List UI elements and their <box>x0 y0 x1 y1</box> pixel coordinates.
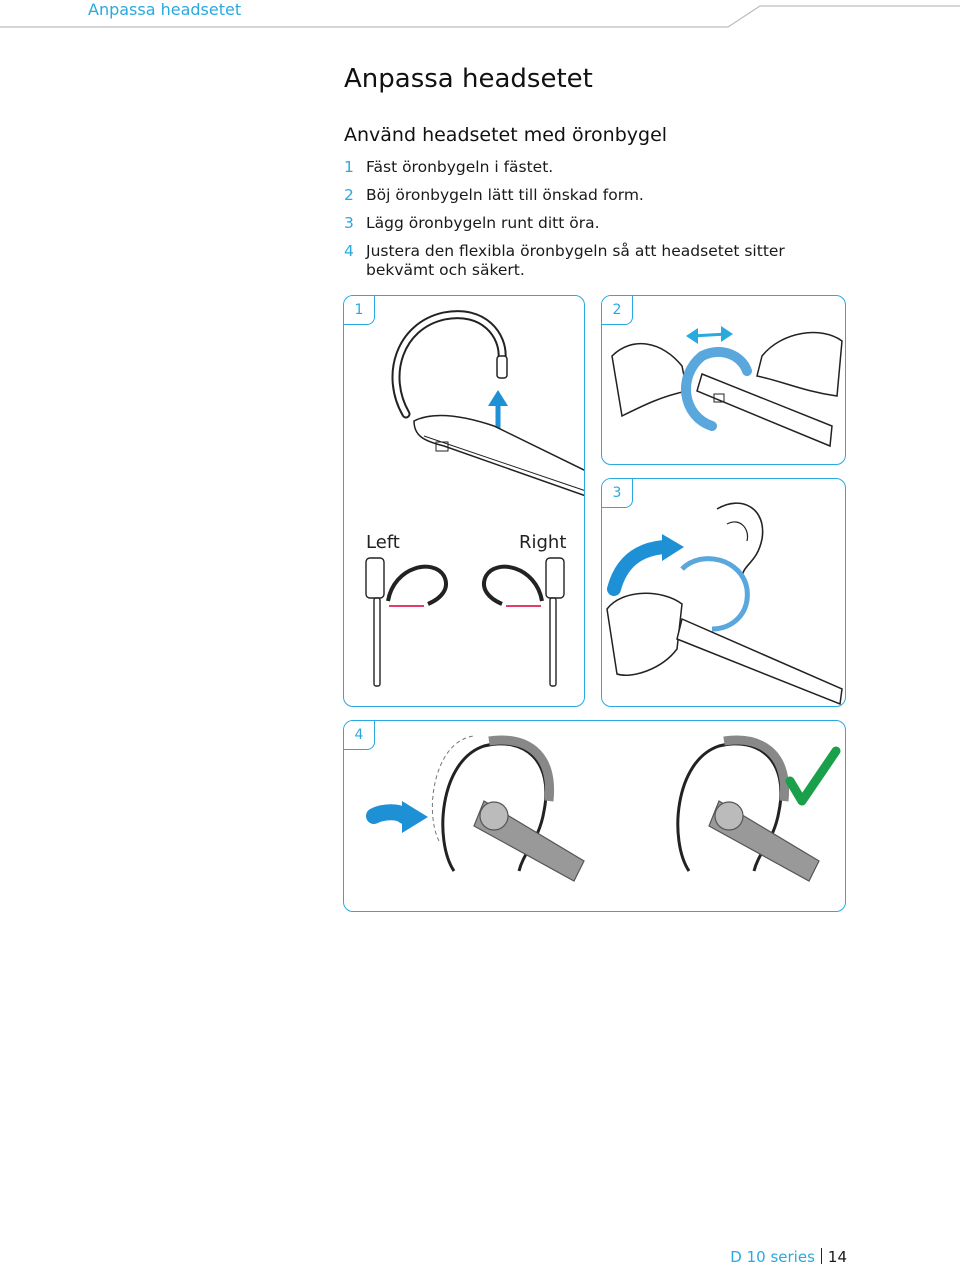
steps-list: 1 Fäst öronbygeln i fästet. 2 Böj öronby… <box>344 158 854 289</box>
panel-number: 2 <box>602 296 633 325</box>
bend-earhook-illustration <box>611 326 843 448</box>
step-text: Justera den flexibla öronbygeln så att h… <box>366 242 785 279</box>
list-item: 4 Justera den flexibla öronbygeln så att… <box>344 242 854 280</box>
section-title: Använd headsetet med öronbygel <box>344 124 668 146</box>
page-footer: D 10 series 14 <box>730 1248 847 1266</box>
step-number: 4 <box>344 242 354 260</box>
series-name: D 10 series <box>730 1248 815 1266</box>
step-text: Lägg öronbygeln runt ditt öra. <box>366 214 600 232</box>
left-label: Left <box>366 532 400 553</box>
panel-step-1: 1 Left Right <box>343 295 585 707</box>
running-header: Anpassa headsetet <box>88 0 242 19</box>
panel-step-4: 4 <box>343 720 846 912</box>
page-title: Anpassa headsetet <box>344 64 593 94</box>
list-item: 2 Böj öronbygeln lätt till önskad form. <box>344 186 854 205</box>
panel-step-2: 2 <box>601 295 846 465</box>
place-over-ear-illustration <box>606 502 843 706</box>
attach-earhook-illustration <box>365 310 584 687</box>
step-number: 2 <box>344 186 354 204</box>
step-text: Böj öronbygeln lätt till önskad form. <box>366 186 644 204</box>
header-rule <box>0 5 960 28</box>
panel-number: 4 <box>344 721 375 750</box>
panel-step-3: 3 <box>601 478 846 707</box>
list-item: 1 Fäst öronbygeln i fästet. <box>344 158 854 177</box>
page-number: 14 <box>827 1248 847 1266</box>
step-number: 3 <box>344 214 354 232</box>
list-item: 3 Lägg öronbygeln runt ditt öra. <box>344 214 854 233</box>
footer-divider <box>820 1248 822 1264</box>
step-number: 1 <box>344 158 354 176</box>
panel-number: 3 <box>602 479 633 508</box>
panel-number: 1 <box>344 296 375 325</box>
right-label: Right <box>519 532 567 553</box>
adjust-fit-illustration <box>366 735 841 882</box>
step-text: Fäst öronbygeln i fästet. <box>366 158 554 176</box>
